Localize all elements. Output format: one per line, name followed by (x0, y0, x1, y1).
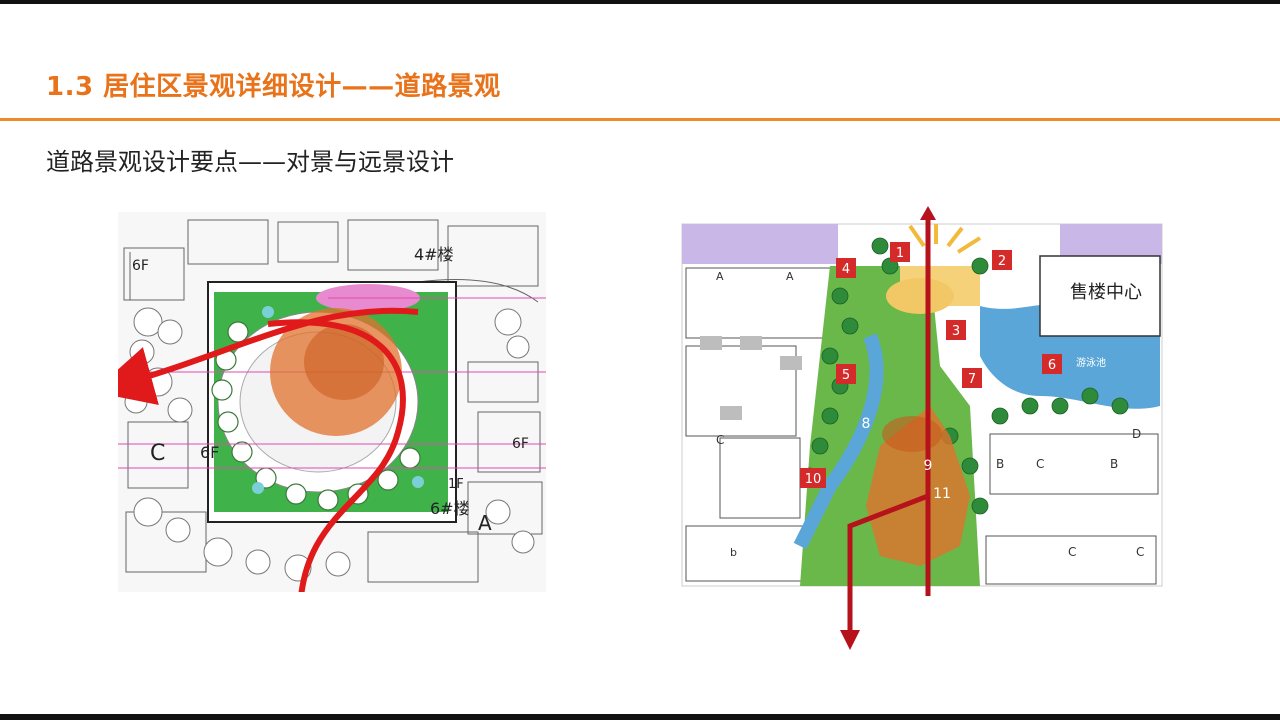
right-arrow-head-north (920, 206, 936, 220)
marker-7: 7 (968, 372, 976, 387)
right-plaza-ellipse (886, 278, 954, 314)
right-label-a2: A (786, 270, 794, 283)
right-label-b3: b (730, 546, 737, 559)
right-label-sales-center: 售楼中心 (1070, 282, 1142, 303)
left-view-arrow-west (93, 307, 419, 405)
left-accent-shrubs (252, 306, 424, 494)
marker-6: 6 (1048, 358, 1056, 373)
marker-8: 8 (862, 416, 871, 432)
left-building-outlines (123, 219, 543, 583)
left-label-c: C (150, 441, 165, 466)
right-focal-core (882, 416, 942, 452)
right-label-pool: 游泳池 (1076, 356, 1106, 369)
marker-4: 4 (842, 262, 850, 277)
right-markers: 1 2 3 4 5 6 7 8 9 10 11 (800, 242, 1062, 502)
right-label-c4: C (1136, 545, 1144, 559)
left-tree-ring (211, 321, 421, 511)
left-label-6f-c: 6F (512, 436, 529, 452)
left-view-arrow-south (267, 319, 406, 621)
left-plan-drawing: 6F 4#楼 C 6F 6F 1F 6#楼 A (93, 212, 546, 630)
top-border (0, 0, 1280, 4)
right-label-c1: C (716, 433, 724, 447)
left-label-6f-a: 6F (132, 258, 149, 274)
right-sales-center-building (1039, 255, 1161, 337)
left-label-building-6: 6#楼 (430, 499, 470, 518)
marker-1: 1 (896, 246, 904, 261)
right-label-c2: C (1036, 457, 1044, 471)
marker-2: 2 (998, 254, 1006, 269)
right-label-b: B (996, 457, 1004, 471)
marker-9: 9 (924, 458, 933, 474)
title-underline (0, 118, 1280, 121)
page-subtitle: 道路景观设计要点——对景与远景设计 (46, 148, 454, 176)
right-label-a1: A (716, 270, 724, 283)
right-sun-rays (908, 224, 982, 254)
right-site-plan: 1 2 3 4 5 6 7 8 9 10 11 售楼中心 游泳池 A A B C… (680, 206, 1164, 656)
right-arrow-head-south (840, 630, 860, 650)
marker-5: 5 (842, 368, 850, 383)
marker-10: 10 (805, 472, 822, 487)
bottom-border (0, 714, 1280, 720)
left-focal-core (304, 324, 384, 400)
right-paving-patches (700, 336, 802, 420)
marker-11: 11 (933, 486, 951, 502)
right-plan-drawing: 1 2 3 4 5 6 7 8 9 10 11 售楼中心 游泳池 A A B C… (681, 206, 1163, 650)
left-label-a: A (478, 511, 492, 535)
right-label-c3: C (1068, 545, 1076, 559)
page-title: 1.3 居住区景观详细设计——道路景观 (46, 72, 501, 102)
right-label-d: D (1132, 427, 1141, 441)
right-stream (793, 333, 884, 550)
right-top-band-left (682, 224, 838, 264)
right-label-b2: B (1110, 457, 1118, 471)
right-view-arrow-south (847, 493, 929, 636)
marker-3: 3 (952, 324, 960, 339)
left-label-6f-b: 6F (200, 443, 219, 462)
left-label-building-4: 4#楼 (414, 245, 454, 264)
left-site-plan: 6F 4#楼 C 6F 6F 1F 6#楼 A (93, 212, 546, 630)
left-label-1f: 1F (448, 477, 464, 492)
